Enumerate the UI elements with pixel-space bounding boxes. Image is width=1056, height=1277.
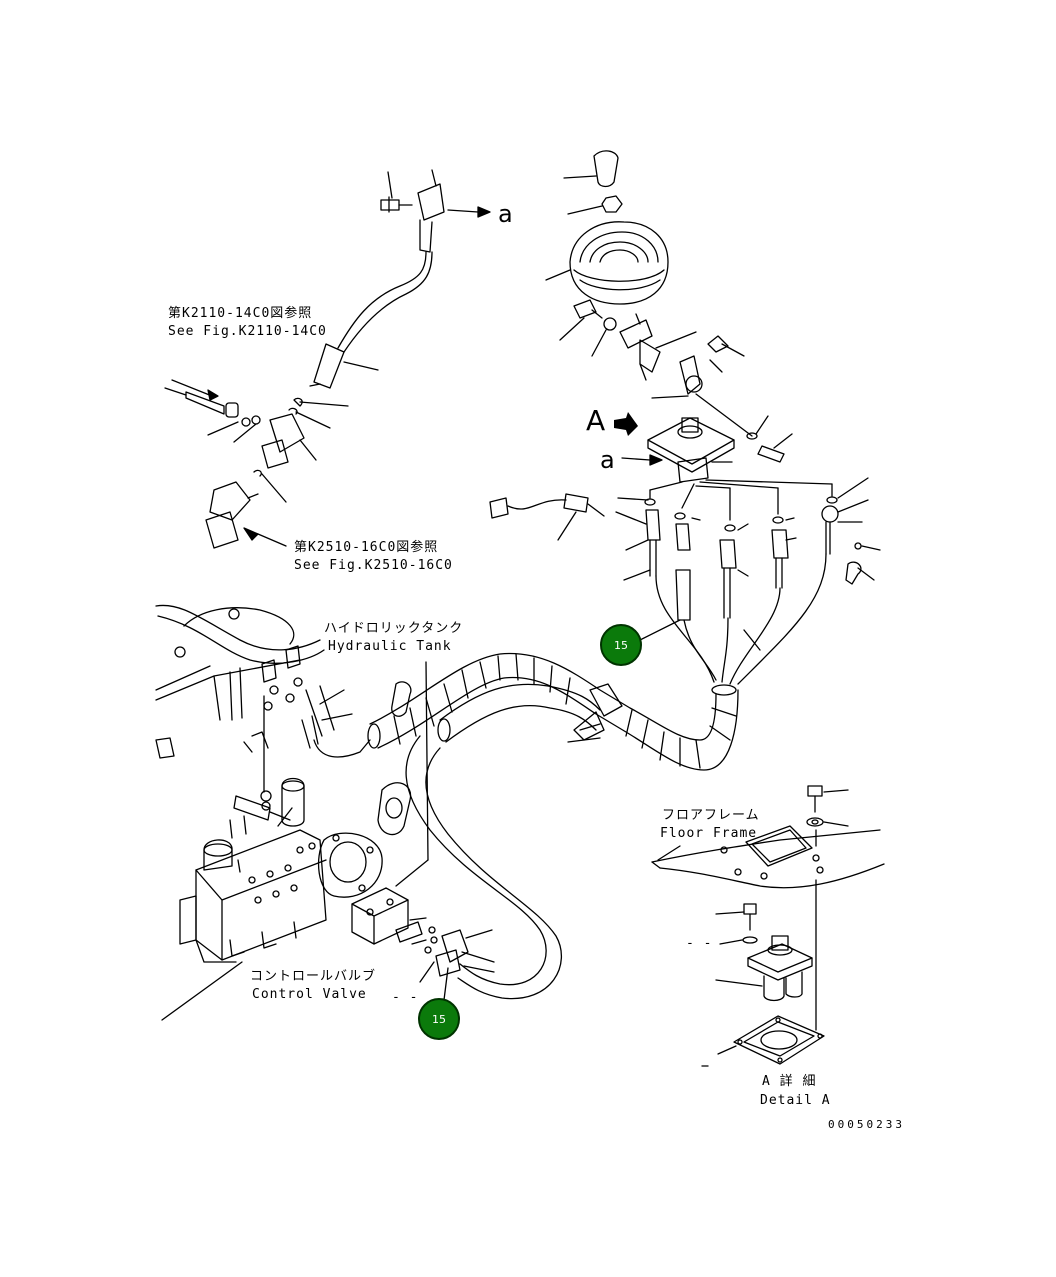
taped-hose-bundle xyxy=(351,652,739,1001)
ref-k2110-jp: 第K2110-14C0図参照 xyxy=(168,306,313,321)
ref-k2110-en: See Fig.K2110-14C0 xyxy=(168,324,327,339)
hydraulic-tank-en: Hydraulic Tank xyxy=(328,639,452,654)
control-valve-en: Control Valve xyxy=(252,987,367,1002)
dash-marker-1: - - xyxy=(392,990,419,1005)
dash-marker-2: - - xyxy=(686,936,713,951)
marker-a-lower: a xyxy=(600,446,615,474)
detail-a-assembly xyxy=(701,903,825,1067)
view-a-label: A xyxy=(586,404,606,437)
hydraulic-tank-jp: ハイドロリックタンク xyxy=(324,621,464,636)
callout-15-upper[interactable]: 15 xyxy=(600,624,642,666)
control-valve-jp: コントロールバルブ xyxy=(250,969,377,984)
floor-frame xyxy=(651,785,885,1031)
marker-a-upper: a xyxy=(498,200,513,228)
drawing-number: 00050233 xyxy=(828,1118,905,1131)
floor-frame-en: Floor Frame xyxy=(660,826,758,841)
ref-k2510-jp: 第K2510-16C0図参照 xyxy=(294,540,439,555)
control-valve xyxy=(161,685,383,1021)
upper-left-hose-assembly xyxy=(164,169,491,549)
floor-frame-jp: フロアフレーム xyxy=(662,808,760,823)
callout-15-lower[interactable]: 15 xyxy=(418,998,460,1040)
detail-a-en: Detail A xyxy=(760,1093,831,1108)
detail-a-jp: A 詳 細 xyxy=(762,1074,817,1089)
hydraulic-tank xyxy=(155,604,325,759)
ref-k2510-en: See Fig.K2510-16C0 xyxy=(294,558,453,573)
control-lever-assembly xyxy=(489,150,881,685)
